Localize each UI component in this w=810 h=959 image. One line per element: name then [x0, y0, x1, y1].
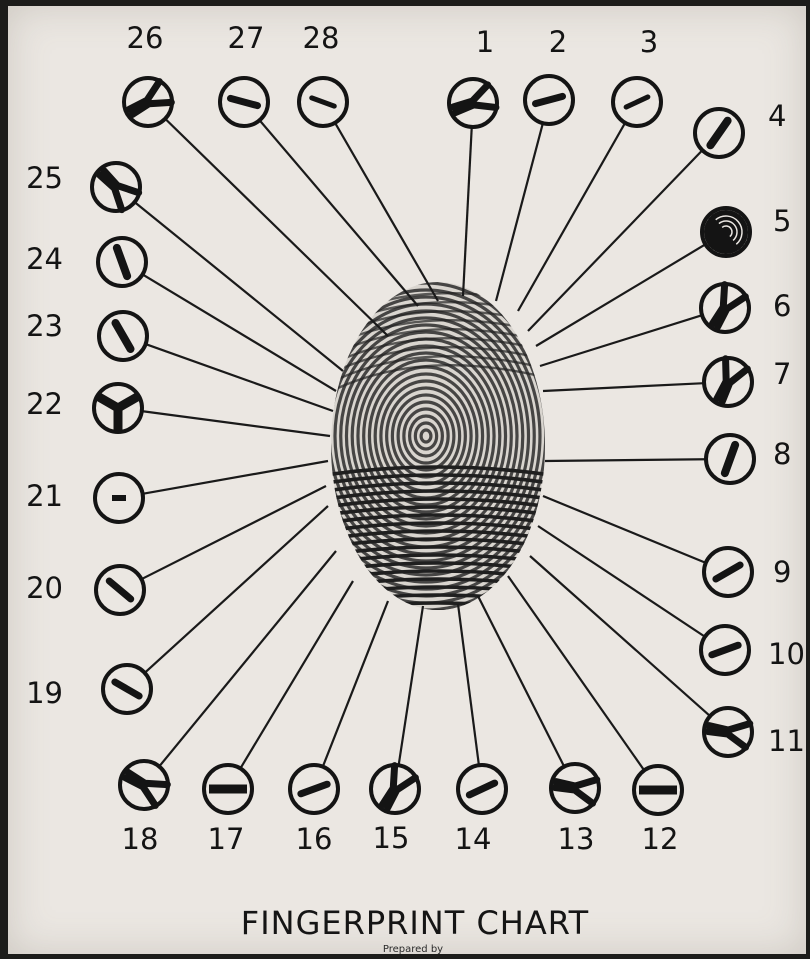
- marker-18: [120, 761, 168, 809]
- leader-line: [143, 274, 336, 391]
- marker-label: 7: [773, 357, 791, 391]
- leader-line: [335, 123, 438, 301]
- marker-label: 21: [26, 479, 63, 513]
- marker-label: 8: [773, 437, 791, 471]
- marker-label: 13: [558, 822, 595, 856]
- marker-label: 23: [26, 309, 63, 343]
- marker-label: 27: [228, 21, 265, 55]
- marker-6: [701, 284, 749, 332]
- chart-subtitle: Prepared by: [383, 944, 443, 954]
- marker-22: [94, 384, 142, 432]
- marker-16: [290, 765, 338, 813]
- leader-line: [240, 581, 353, 768]
- leader-line: [538, 526, 705, 637]
- marker-26: [124, 78, 172, 126]
- leader-line: [458, 604, 479, 765]
- marker-label: 28: [303, 21, 340, 55]
- marker-11: [704, 708, 752, 756]
- marker-label: 1: [476, 25, 494, 59]
- leader-line: [159, 551, 336, 766]
- marker-5: [695, 201, 757, 263]
- marker-label: 19: [26, 676, 63, 710]
- marker-2: [525, 76, 573, 124]
- marker-label: 3: [640, 25, 658, 59]
- marker-label: 16: [296, 822, 333, 856]
- leader-line: [545, 459, 706, 461]
- marker-9: [704, 548, 752, 596]
- marker-label: 18: [122, 822, 159, 856]
- marker-label: 12: [642, 822, 679, 856]
- marker-17: [204, 765, 252, 813]
- marker-24: [98, 238, 146, 286]
- marker-label: 14: [455, 822, 492, 856]
- marker-12: [634, 766, 682, 814]
- marker-label: 11: [768, 724, 805, 758]
- marker-1: [449, 79, 497, 127]
- leader-line: [543, 496, 706, 563]
- marker-label: 6: [773, 289, 791, 323]
- leader-line: [260, 120, 418, 306]
- leader-line: [528, 150, 702, 331]
- leader-line: [496, 123, 543, 301]
- marker-label: 5: [773, 204, 791, 238]
- leader-line: [399, 606, 423, 765]
- marker-20: [96, 566, 144, 614]
- marker-label: 9: [773, 555, 791, 589]
- marker-23: [99, 312, 147, 360]
- marker-7: [704, 358, 752, 406]
- marker-label: 10: [768, 637, 805, 671]
- marker-label: 25: [26, 161, 63, 195]
- leader-line: [463, 127, 472, 296]
- marker-8: [706, 435, 754, 483]
- leader-line: [540, 315, 702, 366]
- leader-line: [146, 344, 333, 411]
- marker-10: [701, 626, 749, 674]
- marker-label: 22: [26, 387, 63, 421]
- marker-19: [103, 665, 151, 713]
- marker-28: [299, 78, 347, 126]
- leader-line: [323, 601, 388, 767]
- marker-label: 17: [208, 822, 245, 856]
- marker-21: [95, 474, 143, 522]
- leader-line: [478, 596, 564, 767]
- fingerprint-image: [272, 248, 580, 624]
- marker-14: [458, 765, 506, 813]
- leader-line: [165, 119, 388, 336]
- chart-title: FINGERPRINT CHART: [241, 904, 589, 942]
- marker-3: [613, 78, 661, 126]
- marker-label: 24: [26, 242, 63, 276]
- marker-25: [92, 163, 140, 211]
- leader-line: [508, 576, 644, 770]
- marker-15: [371, 765, 419, 813]
- marker-label: 4: [768, 99, 786, 133]
- leader-line: [135, 202, 343, 371]
- leader-line: [518, 123, 625, 311]
- leader-line: [543, 383, 704, 391]
- marker-label: 26: [127, 21, 164, 55]
- leader-line: [143, 461, 328, 494]
- marker-label: 20: [26, 571, 63, 605]
- marker-4: [695, 109, 743, 157]
- marker-27: [220, 78, 268, 126]
- marker-label: 15: [373, 821, 410, 855]
- marker-13: [551, 764, 599, 812]
- marker-label: 2: [549, 25, 567, 59]
- leader-line: [142, 411, 330, 436]
